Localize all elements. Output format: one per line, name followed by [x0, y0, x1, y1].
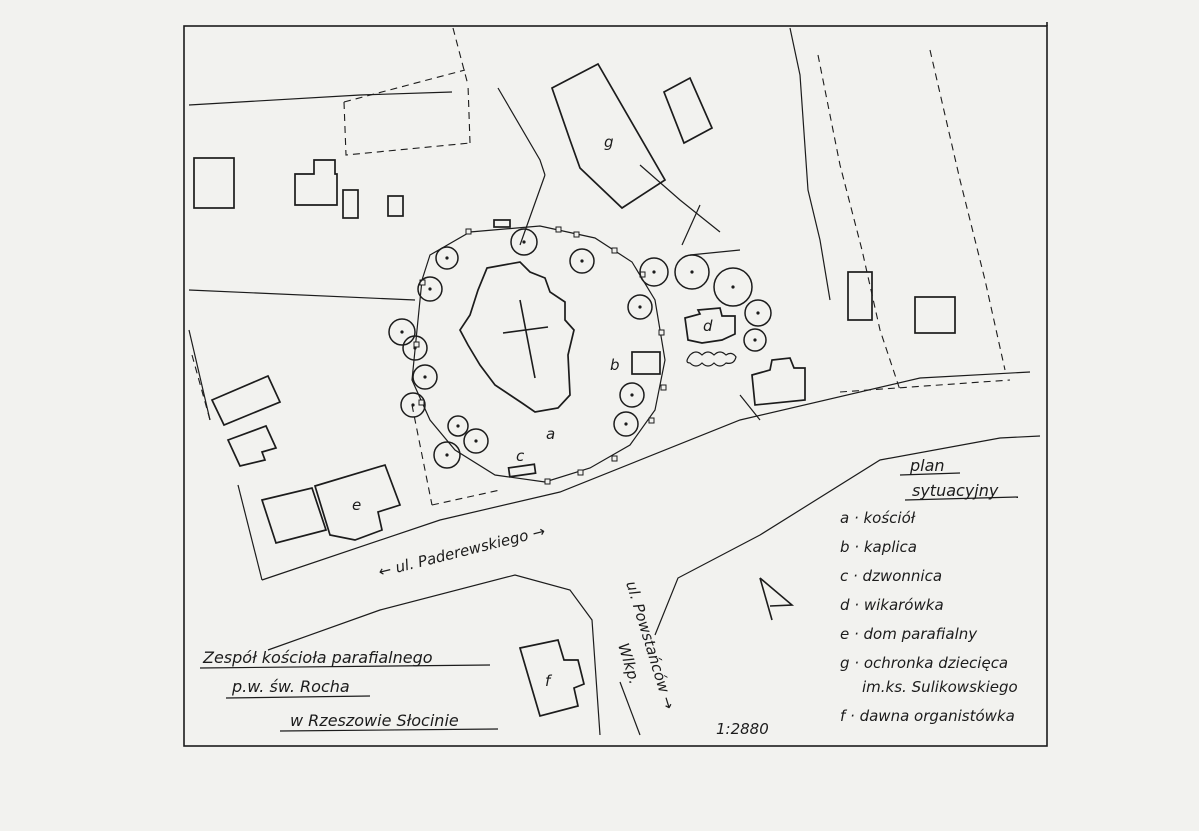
legend-entry-g: g · ochronka dziecięca: [840, 654, 1008, 672]
tree-5: [412, 364, 438, 390]
tree-dot-16: [690, 270, 694, 274]
tree-dot-12: [638, 305, 642, 309]
tree-19: [743, 328, 767, 352]
plan-title-line2: sytuacyjny: [912, 481, 999, 500]
building-g: [550, 62, 667, 210]
tree-8: [463, 428, 489, 454]
tree-dot-4: [413, 346, 417, 350]
label-a: a: [546, 425, 555, 443]
tree-dot-2: [428, 287, 432, 291]
hedge: [686, 351, 737, 367]
map-frame: [183, 25, 1048, 747]
tree-10: [510, 228, 538, 256]
tree-15: [639, 257, 669, 287]
buildings: [193, 62, 956, 718]
building-east-2: [914, 296, 956, 334]
tree-dot-9: [445, 453, 449, 457]
label-b: b: [610, 356, 620, 374]
building-e-right: [313, 463, 402, 541]
title-block: Zespół kościoła parafialnego p.w. św. Ro…: [199, 648, 499, 732]
building-d: [684, 307, 736, 344]
tree-4: [402, 335, 428, 361]
label-e: e: [352, 496, 361, 514]
building-b: [631, 351, 661, 375]
title-line2: p.w. św. Rocha: [231, 677, 350, 696]
tree-7: [447, 415, 469, 437]
building-west-6: [226, 424, 278, 467]
legend: a · kościół b · kaplica c · dzwonnica d · w…: [840, 509, 1018, 725]
tree-9: [433, 441, 461, 469]
tree-11: [569, 248, 595, 274]
tree-12: [627, 294, 653, 320]
legend-entry-d: d · wikarówka: [840, 596, 944, 614]
tree-dot-13: [630, 393, 634, 397]
legend-entry-e: e · dom parafialny: [840, 625, 978, 643]
tree-6: [400, 392, 426, 418]
tree-dot-5: [423, 375, 427, 379]
tree-1: [435, 246, 459, 270]
tree-dot-17: [731, 285, 735, 289]
building-ne-small: [662, 76, 714, 145]
building-f: [518, 639, 586, 718]
trees: [388, 228, 772, 469]
title-line1: Zespół kościoła parafialnego: [202, 648, 433, 667]
building-west-2: [294, 159, 338, 206]
label-c: c: [516, 447, 525, 465]
building-west-4: [387, 195, 404, 217]
legend-entry-g-line2: im.ks. Sulikowskiego: [862, 678, 1018, 696]
tree-dot-10: [522, 240, 526, 244]
building-e-left: [260, 486, 328, 545]
plan-title: plan sytuacyjny: [899, 456, 1019, 501]
building-west-3: [342, 189, 359, 219]
tree-18: [744, 299, 772, 327]
fence-posts: [413, 226, 667, 485]
building-west-5: [210, 374, 282, 427]
tree-dot-1: [445, 256, 449, 260]
scale-label: 1:2880: [716, 720, 769, 738]
cross-horizontal: [502, 326, 549, 334]
legend-entry-c: c · dzwonnica: [840, 567, 942, 585]
tree-dot-18: [756, 311, 760, 315]
tree-dot-11: [580, 259, 584, 263]
tree-13: [619, 382, 645, 408]
legend-entry-a: a · kościół: [840, 509, 916, 527]
tree-dot-14: [624, 422, 628, 426]
legend-entry-b: b · kaplica: [840, 538, 917, 556]
building-east-3: [751, 357, 806, 406]
gate-north: [493, 219, 511, 228]
building-c: [507, 463, 537, 478]
tree-16: [674, 254, 710, 290]
street-edges: [261, 371, 1041, 736]
tree-dot-15: [652, 270, 656, 274]
north-arrow-icon: [759, 577, 795, 621]
property-lines: [188, 27, 831, 581]
tree-14: [613, 411, 639, 437]
plan-title-line1: plan: [909, 456, 945, 475]
dashed-property-lines: [191, 27, 1011, 506]
cross-vertical: [519, 299, 536, 379]
label-g: g: [604, 133, 614, 151]
tree-dot-19: [753, 338, 757, 342]
tree-3: [388, 318, 416, 346]
title-line3: w Rzeszowie Słocinie: [290, 711, 459, 730]
church-a: [459, 261, 575, 413]
tree-dot-3: [400, 330, 404, 334]
tree-dot-8: [474, 439, 478, 443]
tree-17: [713, 267, 753, 307]
building-west-1: [193, 157, 235, 209]
building-east-1: [847, 271, 873, 321]
tree-dot-7: [456, 424, 460, 428]
label-d: d: [703, 317, 713, 335]
legend-entry-f: f · dawna organistówka: [840, 707, 1015, 725]
label-f: f: [545, 672, 553, 690]
tree-2: [417, 276, 443, 302]
tree-dot-6: [411, 403, 415, 407]
churchyard-fence: [411, 225, 666, 483]
